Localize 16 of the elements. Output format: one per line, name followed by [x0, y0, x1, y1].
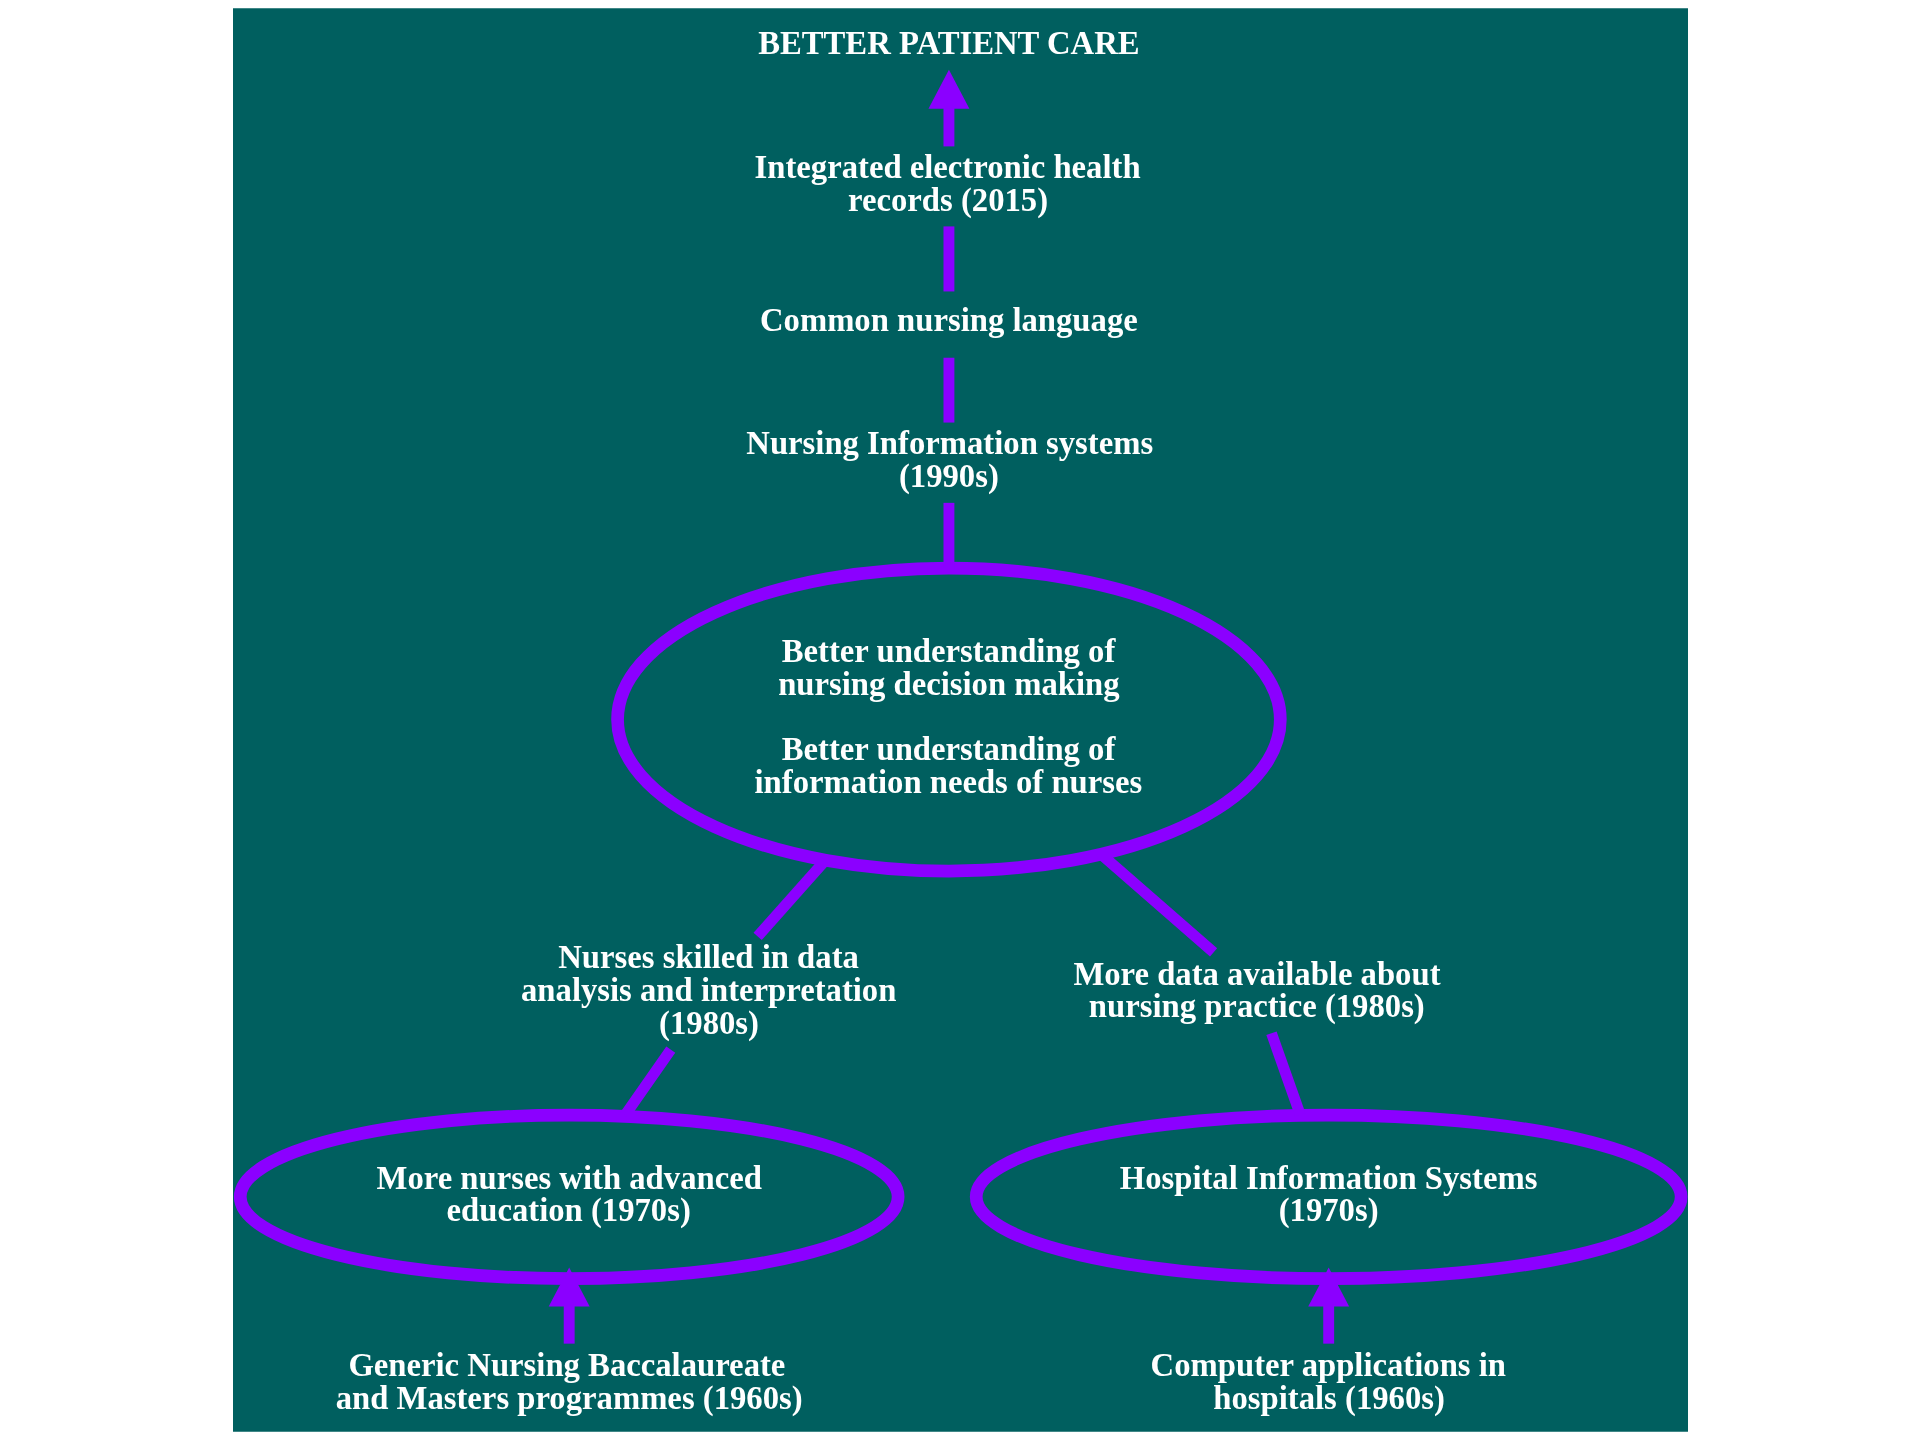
node-ellipse: Better understanding of nursing decision making Better understanding of information needs of nurses — [610, 561, 1287, 878]
node-text: Generic Nursing Baccalaureate and Masters programmes (1960s) — [335, 1347, 803, 1416]
node-ellipse: Hospital Information Systems (1970s) — [969, 1108, 1688, 1285]
node-text: BETTER PATIENT CARE — [757, 25, 1140, 62]
node-text: More data available about nursing practice (1980s) — [1072, 955, 1441, 1025]
node-text: Common nursing language — [759, 301, 1138, 338]
arrow — [548, 1267, 590, 1344]
node-text: Computer applications in hospitals (1960s) — [1150, 1347, 1506, 1416]
connector — [942, 226, 954, 292]
connector — [942, 357, 954, 423]
node-text: Integrated electronic health records (2015) — [754, 149, 1141, 218]
node-ellipse: More nurses with advanced education (1970s) — [233, 1108, 904, 1285]
node-text: Nurses skilled in data analysis and interpretation (1980s) — [520, 939, 896, 1041]
node-text: Nursing Information systems (1990s) — [745, 425, 1153, 494]
arrow — [1307, 1267, 1349, 1344]
arrow — [927, 69, 969, 147]
